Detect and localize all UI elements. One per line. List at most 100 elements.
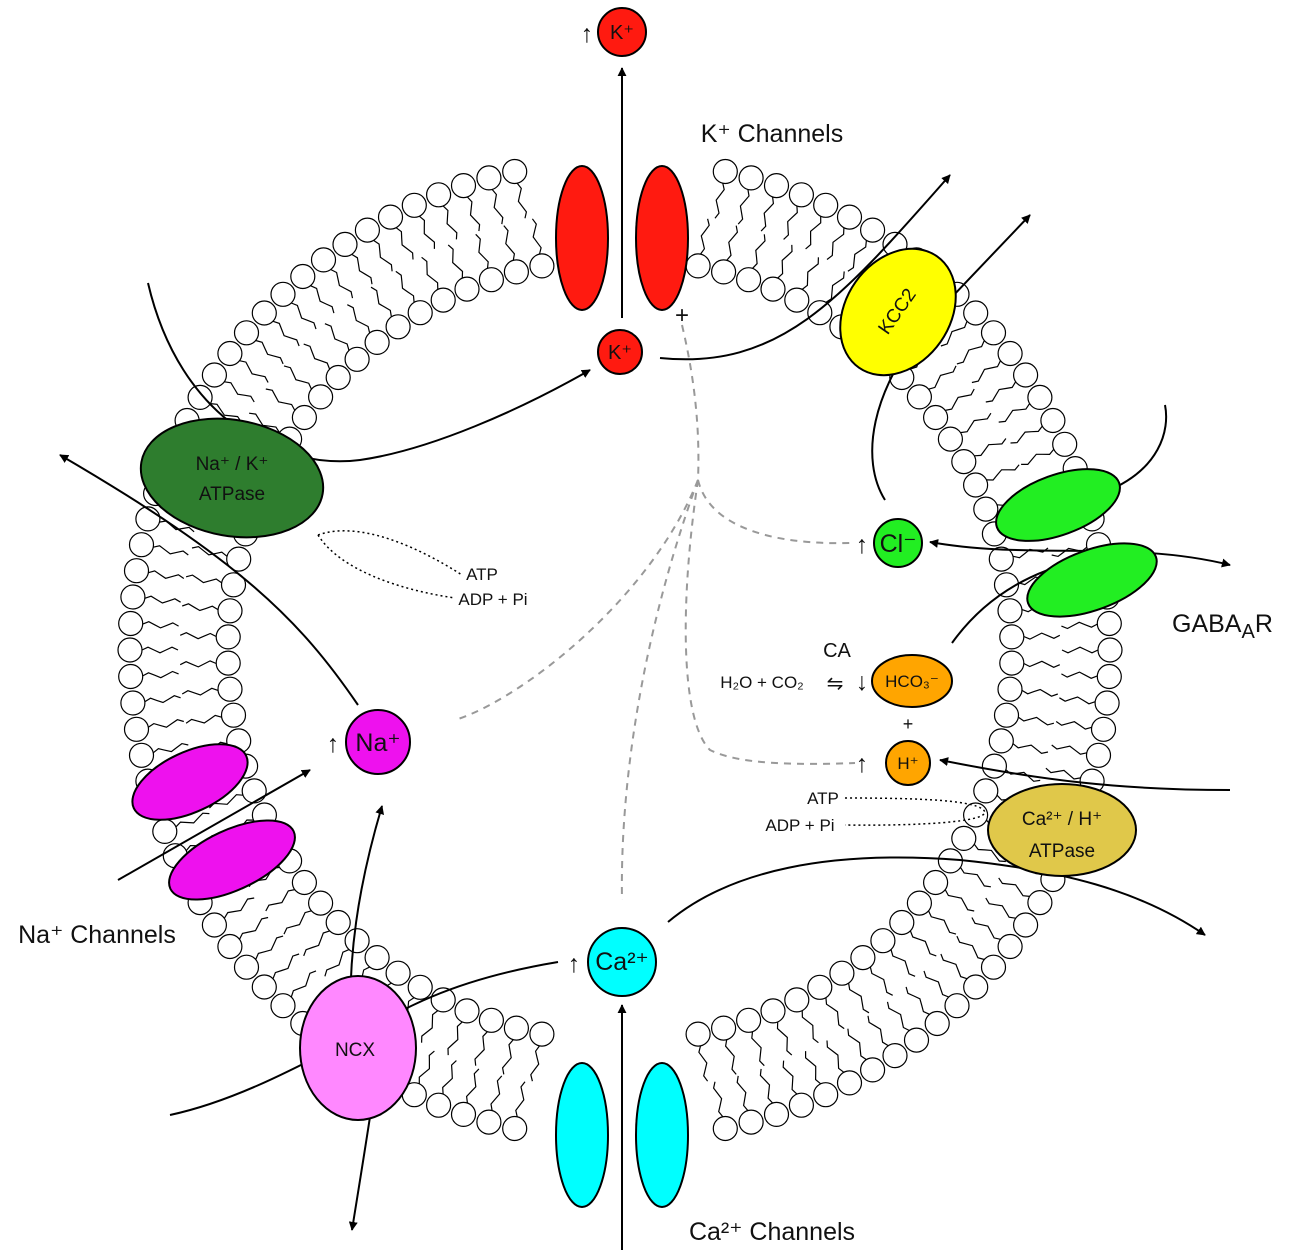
lipid-head-outer	[377, 204, 404, 230]
na-channel-arrow	[117, 769, 311, 881]
atp-loops	[317, 530, 986, 826]
ncx-label: NCX	[335, 1040, 375, 1061]
ca-h-atpase-label-line1: Ca²⁺ / H⁺	[1022, 809, 1102, 830]
lipid-head-outer	[882, 1042, 908, 1069]
na-channels-label: Na⁺ Channels	[18, 921, 176, 949]
lipid-head-inner	[364, 329, 390, 355]
lipid-head-outer	[426, 1092, 452, 1118]
lipid-head-outer	[859, 1057, 886, 1083]
lipid-head-inner	[784, 987, 810, 1013]
ion-ca-circle	[587, 927, 657, 997]
lipid-head-outer	[120, 584, 146, 610]
lipid-head-outer	[788, 182, 815, 208]
lipid-head-inner	[993, 572, 1020, 598]
lipid-head-inner	[962, 472, 989, 498]
lipid-head-outer	[217, 340, 243, 367]
lipid-head-outer	[120, 690, 146, 716]
lipid-head-outer	[270, 993, 296, 1019]
lipid-head-inner	[685, 1021, 711, 1047]
lipid-head-outer	[187, 384, 213, 410]
lipid-head-outer	[128, 742, 155, 768]
lipid-head-inner	[454, 998, 480, 1024]
lipid-head-outer	[1027, 889, 1053, 916]
ion-h-label: H⁺	[897, 754, 918, 773]
lipid-head-outer	[903, 1027, 930, 1053]
lipid-head-outer	[1040, 407, 1066, 434]
nak-k-arrow	[147, 282, 591, 463]
nak-atp-label: ATP	[466, 565, 498, 584]
k-plus-sign: +	[675, 302, 689, 329]
lipid-head-outer	[738, 165, 764, 191]
lipid-head-outer	[476, 165, 502, 191]
lipid-head-inner	[217, 598, 243, 624]
lipid-head-inner	[993, 702, 1020, 728]
cl-up-arrow: ↑	[856, 531, 869, 559]
lipid-head-outer	[763, 173, 790, 199]
lipid-head-outer	[813, 1082, 839, 1108]
gaba-label-main: GABA	[1172, 610, 1242, 638]
ca-h-atpase-ellipse	[987, 783, 1137, 877]
lipid-head-inner	[710, 259, 737, 285]
lipid-head-inner	[385, 960, 411, 986]
k-channel-right-subunit	[635, 165, 689, 311]
lipid-head-inner	[454, 276, 480, 302]
lipid-head-inner	[870, 928, 896, 954]
gaba-a-receptor	[995, 468, 1158, 618]
ca-h-atpase-label-line2: ATPase	[1029, 841, 1095, 862]
lipid-head-outer	[712, 158, 738, 185]
lipid-head-inner	[951, 825, 977, 852]
kcc2-ellipse	[839, 247, 957, 377]
lipid-head-inner	[407, 300, 433, 326]
lipid-head-inner	[344, 928, 370, 954]
lipid-head-inner	[951, 449, 977, 475]
ca-atpase-atp-label: ATP	[807, 789, 839, 808]
lipid-head-outer	[997, 933, 1023, 960]
ca-channel	[555, 1062, 689, 1208]
kcc2-transporter: KCC2	[839, 247, 957, 377]
ion-k-in: K⁺	[597, 329, 643, 375]
lipid-head-inner	[291, 404, 317, 431]
lipid-head-inner	[735, 1007, 762, 1033]
lipid-head-inner	[220, 702, 247, 728]
lipid-head-outer	[201, 912, 227, 938]
lipid-head-outer	[123, 716, 150, 742]
lipid-head-inner	[962, 802, 989, 828]
lipid-head-inner	[215, 624, 241, 650]
ion-h-circle	[885, 740, 931, 786]
lipid-head-outer	[1097, 637, 1123, 663]
lipid-head-outer	[401, 192, 427, 218]
lipid-head-inner	[829, 960, 855, 986]
k-channel	[555, 165, 689, 311]
lipid-head-outer	[963, 974, 989, 1000]
lipid-head-inner	[999, 624, 1025, 650]
ca-down-arrow: ↓	[856, 668, 869, 696]
ca-efflux-arrow	[667, 856, 1206, 936]
lipid-head-outer	[217, 933, 243, 960]
nak-atpase-label-line2: ATPase	[199, 484, 265, 505]
lipid-head-outer	[836, 204, 863, 230]
reaction-left-label: H₂O + CO₂	[720, 673, 804, 692]
lipid-head-inner	[807, 300, 833, 326]
lipid-head-inner	[241, 778, 267, 804]
nak-na-arrow	[59, 454, 359, 706]
ion-hco3-label: HCO₃⁻	[885, 672, 939, 691]
lipid-head-outer	[859, 217, 886, 243]
lipid-head-inner	[973, 496, 999, 522]
lipid-head-outer	[963, 300, 989, 326]
ion-cl-circle	[873, 518, 923, 568]
lipid-head-inner	[988, 728, 1014, 754]
lipid-head-inner	[503, 259, 530, 285]
k-out-up-arrow: ↑	[581, 20, 594, 48]
lipid-head-outer	[251, 300, 277, 326]
lipid-head-outer	[251, 974, 277, 1000]
lipid-head-inner	[710, 1015, 737, 1041]
lipid-head-inner	[784, 287, 810, 313]
nak-atpase-label-line1: Na⁺ / K⁺	[196, 454, 269, 475]
lipid-head-outer	[763, 1101, 790, 1128]
lipid-head-inner	[503, 1015, 530, 1041]
hco3-plus-sign: +	[903, 714, 914, 734]
lipid-head-outer	[290, 263, 316, 290]
lipid-head-outer	[354, 217, 380, 243]
ca-channels-label: Ca²⁺ Channels	[689, 1218, 855, 1246]
nak-adp-label: ADP + Pi	[458, 590, 527, 609]
